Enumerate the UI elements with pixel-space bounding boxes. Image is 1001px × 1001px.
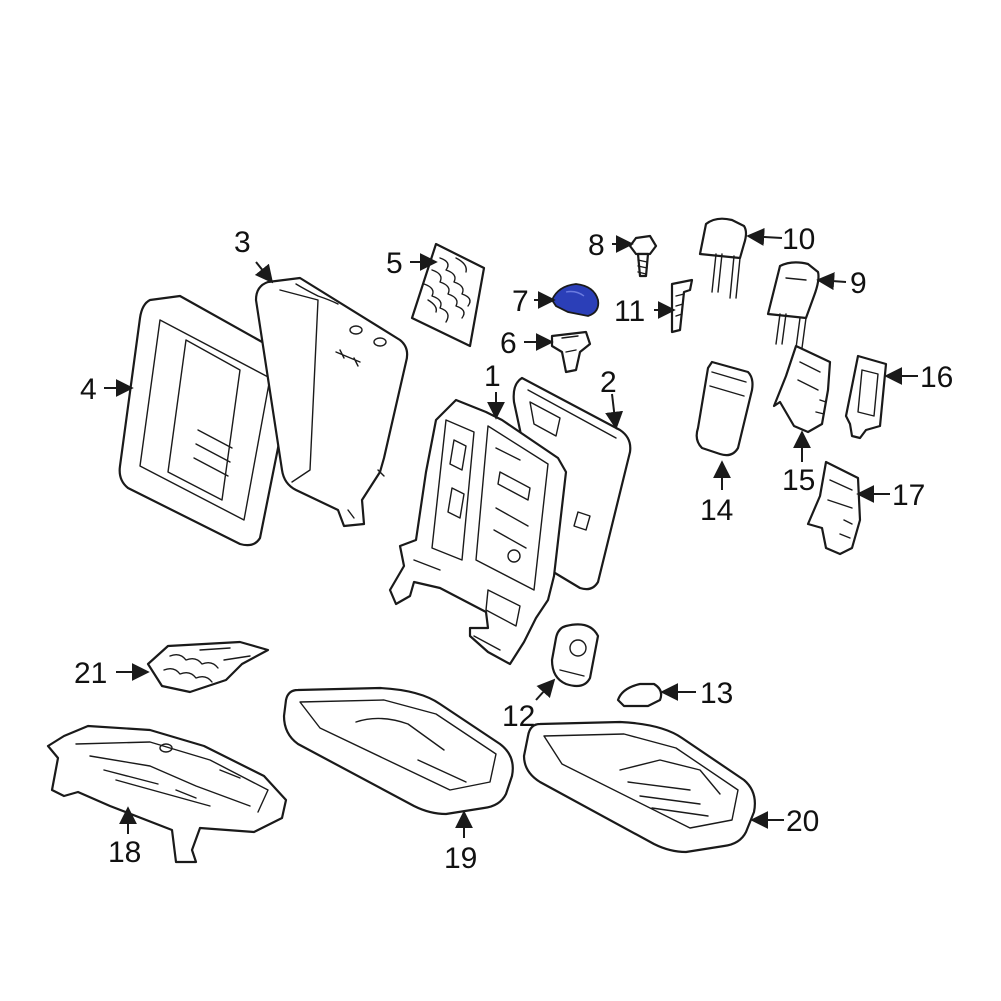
- part-7-clip-highlighted[interactable]: [550, 283, 600, 317]
- callout-8: 8: [588, 229, 605, 262]
- leader-12: [535, 678, 556, 701]
- part-1-seatback-frame[interactable]: [388, 398, 568, 666]
- part-11-headrest-guide[interactable]: [670, 278, 694, 334]
- callout-15: 15: [782, 464, 815, 497]
- part-16-trim-switch[interactable]: [844, 354, 888, 440]
- leader-2: [605, 393, 624, 430]
- part-21-seat-mat[interactable]: [146, 640, 270, 694]
- callout-21: 21: [74, 657, 107, 690]
- callout-13: 13: [700, 677, 733, 710]
- callout-3: 3: [234, 226, 251, 259]
- callout-12: 12: [502, 700, 535, 733]
- part-3-seatback-pad[interactable]: [254, 276, 409, 528]
- callout-17: 17: [892, 479, 925, 512]
- part-12-recliner-cover[interactable]: [550, 623, 600, 688]
- part-6-bracket[interactable]: [550, 330, 592, 374]
- part-19-seat-cushion-cover[interactable]: [282, 686, 514, 816]
- part-10-headrest[interactable]: [698, 217, 748, 299]
- callout-4: 4: [80, 373, 97, 406]
- callout-2: 2: [600, 366, 617, 399]
- callout-20: 20: [786, 805, 819, 838]
- callout-10: 10: [782, 223, 815, 256]
- part-20-seat-cushion-cover[interactable]: [522, 720, 756, 854]
- part-4-seatback-cover[interactable]: [118, 294, 294, 547]
- callout-14: 14: [700, 494, 733, 527]
- part-5-back-mat[interactable]: [410, 242, 486, 348]
- part-9-headrest[interactable]: [766, 261, 820, 349]
- part-14-armrest[interactable]: [695, 360, 754, 457]
- callout-11: 11: [614, 295, 645, 328]
- leader-9: [816, 272, 847, 291]
- part-8-bolt[interactable]: [628, 234, 658, 278]
- callout-labels: 1 2 3 4 5 6 7 8 9 10 11 12 13 14 15 16 1…: [74, 223, 953, 875]
- callout-19: 19: [444, 842, 477, 875]
- leader-3: [254, 261, 274, 284]
- callout-16: 16: [920, 361, 953, 394]
- leader-10: [746, 227, 783, 246]
- leader-lines: [104, 227, 918, 838]
- callout-1: 1: [484, 360, 501, 393]
- part-18-seat-frame[interactable]: [46, 724, 288, 864]
- part-17-side-trim[interactable]: [806, 460, 862, 556]
- part-13-cap[interactable]: [616, 682, 663, 708]
- callout-7: 7: [512, 285, 529, 318]
- callout-9: 9: [850, 267, 867, 300]
- callout-6: 6: [500, 327, 517, 360]
- callout-5: 5: [386, 247, 403, 280]
- callout-18: 18: [108, 836, 141, 869]
- part-15-side-trim[interactable]: [772, 344, 832, 434]
